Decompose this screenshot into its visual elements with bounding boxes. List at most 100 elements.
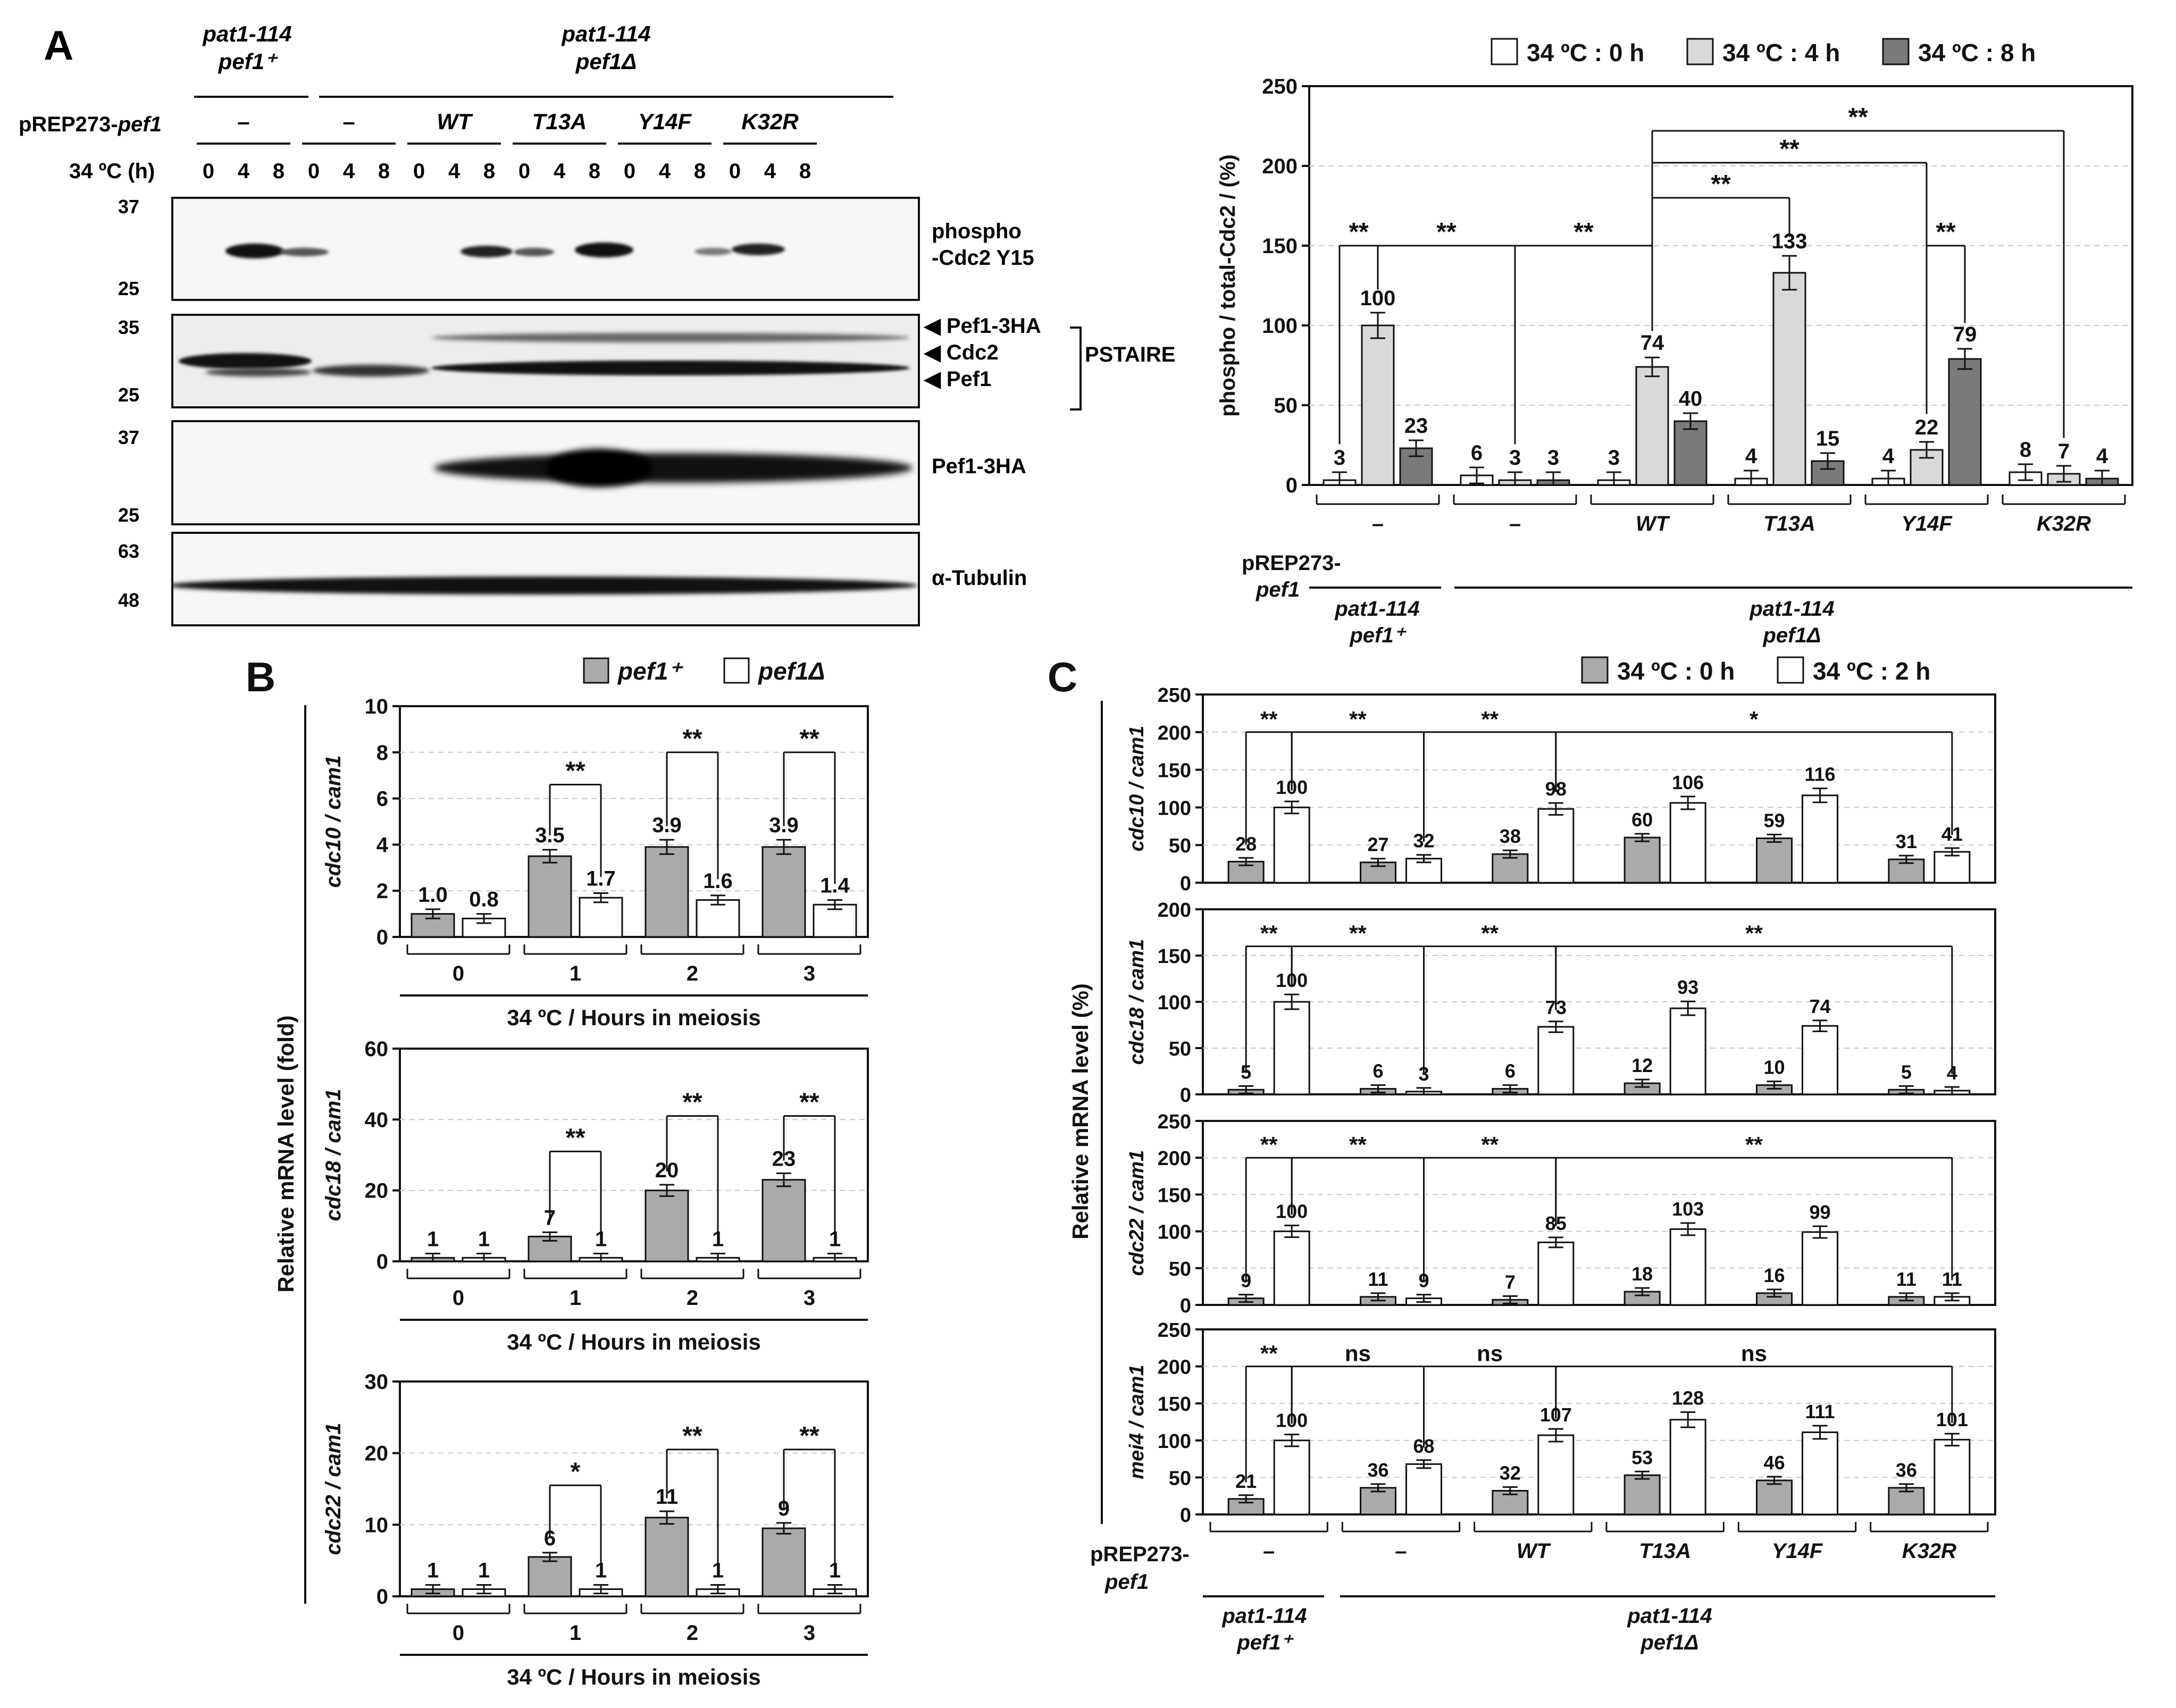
blot-group-wt: pat1-114 pef1⁺	[186, 20, 308, 76]
significance-label: **	[1481, 707, 1499, 732]
data-label: 100	[1360, 287, 1396, 310]
legend-swatch	[1686, 38, 1714, 65]
bar	[1623, 836, 1661, 884]
data-label: 3	[1509, 446, 1521, 470]
blot-construct-underline	[618, 143, 712, 145]
significance-label: ns	[1477, 1341, 1503, 1366]
bar	[1756, 1479, 1793, 1516]
y-tick-label: 0	[1180, 873, 1191, 895]
bar	[1361, 324, 1395, 486]
data-label: 15	[1816, 427, 1840, 450]
blot-label-pef1-3ha-a: ◀ Pef1-3HA	[924, 314, 1041, 338]
x-category-label: –	[1395, 1539, 1407, 1563]
x-axis-label: 34 ºC / Hours in meiosis	[507, 1005, 760, 1030]
y-tick-label: 0	[1180, 1504, 1191, 1527]
bar	[1802, 1431, 1838, 1516]
data-label: 116	[1804, 764, 1835, 785]
y-tick-label: 150	[1158, 1393, 1191, 1416]
data-label: 27	[1367, 834, 1388, 856]
y-tick-label: 150	[1158, 1184, 1191, 1207]
y-tick-label: 8	[376, 741, 388, 765]
x-category-label: –	[1263, 1539, 1275, 1563]
strain-group-label: pat1-114	[1334, 597, 1419, 621]
band	[205, 368, 312, 376]
blot-label-pef1-3ha-b: Pef1-3HA	[932, 455, 1026, 478]
x-category-label: –	[1509, 512, 1521, 535]
data-label: 0.8	[469, 888, 499, 911]
data-label: 1	[712, 1227, 724, 1251]
data-label: 11	[1896, 1268, 1916, 1290]
bar	[761, 1527, 806, 1597]
y-tick-label: 0	[1180, 1084, 1191, 1107]
bar	[1802, 1231, 1838, 1306]
blot-time-label: 8	[272, 160, 285, 183]
blot-bracket	[1070, 326, 1082, 411]
bar	[645, 1517, 689, 1597]
panel-c-shared-ylabel: Relative mRNA level (%)	[1068, 983, 1093, 1240]
y-tick-label: 50	[1169, 1467, 1191, 1489]
blot-construct-underline	[197, 143, 290, 145]
bar	[1492, 853, 1529, 884]
bar	[645, 846, 689, 938]
bar	[1273, 1439, 1310, 1516]
strain-group-label: pef1⁺	[1236, 1631, 1294, 1654]
x-category-label: –	[1372, 512, 1384, 535]
data-label: 11	[1368, 1268, 1388, 1290]
bar	[1673, 420, 1708, 486]
data-label: 5	[1901, 1061, 1912, 1083]
y-tick-label: 2	[376, 880, 388, 903]
blot-plasmid-label-prefix: pREP273-	[19, 113, 118, 136]
y-tick-label: 0	[376, 926, 388, 949]
y-tick-label: 150	[1158, 945, 1191, 968]
blot-time-label: 8	[588, 160, 601, 183]
significance-label: *	[1750, 707, 1759, 732]
x-category-label: 1	[570, 962, 581, 985]
y-tick-label: 200	[1158, 899, 1191, 922]
bar	[579, 897, 623, 938]
plot-frame	[1202, 1328, 1996, 1516]
significance-label: **	[799, 1422, 819, 1450]
blot-group-wt-line2: pef1⁺	[218, 49, 277, 74]
blot-label-pef1-text: Pef1	[946, 367, 992, 391]
panel-b-shared-ylabel: Relative mRNA level (fold)	[273, 1015, 298, 1292]
blot-time-label: 0	[202, 160, 215, 183]
bar	[1273, 806, 1310, 884]
y-tick-label: 10	[365, 1513, 389, 1537]
significance-label: **	[1260, 921, 1278, 946]
significance-label: **	[1349, 921, 1367, 946]
bar	[1669, 1228, 1706, 1306]
y-tick-label: 10	[365, 695, 389, 718]
data-label: 4	[1882, 445, 1895, 468]
bar	[696, 899, 740, 938]
legend-label: 34 ºC : 8 h	[1918, 39, 2036, 66]
bar	[1273, 1230, 1310, 1306]
blot-time-label: 4	[658, 160, 671, 183]
band	[313, 365, 430, 376]
x-category-label: 3	[804, 1286, 815, 1310]
legend-label: pef1⁺	[617, 657, 684, 685]
significance-label: **	[1481, 921, 1499, 946]
y-tick-label: 100	[1158, 1221, 1191, 1244]
data-label: 6	[1471, 441, 1483, 465]
data-label: 3	[1334, 446, 1345, 470]
x-category-label: K32R	[2037, 512, 2091, 535]
significance-label: **	[1436, 218, 1457, 246]
blot-construct-label: K32R	[741, 109, 799, 134]
data-label: 3	[1608, 446, 1620, 470]
strain-group-label: pat1-114	[1627, 1604, 1712, 1628]
data-label: 18	[1631, 1263, 1653, 1285]
significance-label: **	[1349, 1132, 1367, 1157]
data-label: 3	[1547, 446, 1559, 470]
data-label: 93	[1677, 976, 1698, 998]
significance-label: **	[1481, 1132, 1499, 1157]
bar	[1537, 808, 1575, 884]
data-label: 22	[1915, 416, 1939, 439]
bar	[1537, 1434, 1575, 1516]
y-axis-label: cdc10 / cam1	[322, 755, 345, 888]
data-label: 99	[1809, 1201, 1830, 1223]
data-label: 16	[1763, 1265, 1785, 1286]
y-tick-label: 0	[1286, 474, 1298, 497]
legend-swatch	[1581, 656, 1609, 684]
band	[514, 248, 554, 256]
